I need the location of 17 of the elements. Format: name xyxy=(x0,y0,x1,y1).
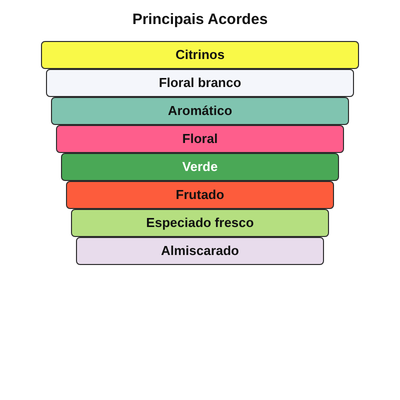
accord-label: Almiscarado xyxy=(160,243,240,259)
accord-bar xyxy=(66,181,334,209)
accord-bar xyxy=(46,69,354,97)
accord-bar xyxy=(51,97,349,125)
accord-label: Aromático xyxy=(168,103,232,119)
accord-bar xyxy=(61,153,339,181)
accord-label: Floral xyxy=(182,131,218,147)
accord-label: Citrinos xyxy=(175,47,225,63)
accord-bar xyxy=(56,125,344,153)
accord-label: Floral branco xyxy=(158,75,242,91)
accord-label: Especiado fresco xyxy=(146,215,254,231)
accord-bar xyxy=(71,209,329,237)
accord-bar xyxy=(76,237,324,265)
accord-label: Frutado xyxy=(176,187,224,203)
accord-bar xyxy=(41,41,359,69)
chart-title: Principais Acordes xyxy=(132,10,268,30)
accord-label: Verde xyxy=(182,159,218,175)
